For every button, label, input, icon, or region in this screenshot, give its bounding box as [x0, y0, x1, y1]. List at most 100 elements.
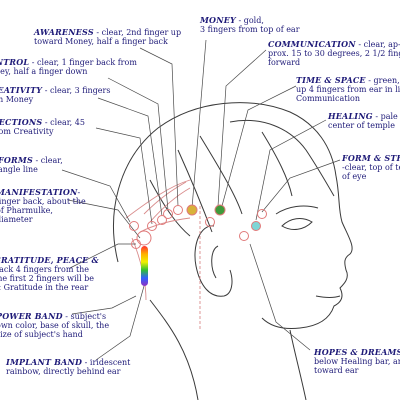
healing-line1: - pale tu [375, 112, 400, 121]
creativity-pointer [97, 97, 163, 217]
hopes-dreams-title: HOPES & DREAMS [314, 347, 400, 357]
form-structure-label: FORM & STRU -clear, top of temp of eye [342, 153, 400, 182]
connections-label: CONNECTIONS - clear, 45 back from Creati… [0, 117, 85, 137]
communication-line2: prox. 15 to 30 degrees, 2 1/2 fingers [268, 49, 400, 58]
form-structure-pointer [261, 159, 341, 213]
communication-line1: - clear, ap- [355, 40, 400, 49]
communication-title: COMMUNICATION [268, 39, 356, 49]
band-line-4 [139, 217, 191, 233]
manifestation-pointer [67, 199, 141, 239]
control-point [163, 209, 173, 219]
control-pointer [107, 77, 169, 211]
skull-outline [113, 102, 337, 263]
form-structure-line1: -clear, top of temp [342, 163, 400, 172]
head-outline [113, 102, 353, 400]
form-structure-title: FORM & STRU [342, 153, 400, 163]
manifestation-title: MANIFESTATION [0, 187, 78, 197]
power-band-pointer [71, 295, 137, 315]
communication-pointer [217, 49, 267, 207]
connections-line1: - clear, 45 [42, 118, 85, 127]
creativity-line1: - clear, 3 fingers [42, 86, 111, 95]
form-structure-line2: of eye [342, 172, 367, 181]
creativity-line2: from Money [0, 95, 34, 104]
time-space-line3: Communication [296, 94, 360, 103]
communication-label: COMMUNICATION - clear, ap- prox. 15 to 3… [268, 39, 400, 68]
manifestation-line4: diameter [0, 215, 33, 224]
money-line2: 3 fingers from top of ear [200, 25, 300, 34]
time-space-point [214, 204, 226, 216]
money-pointer [191, 39, 207, 209]
gratitude-title: GRATITUDE, PEACE & [0, 255, 99, 265]
gratitude-line3: the first 2 fingers will be [0, 274, 95, 283]
ear-outline [194, 225, 233, 297]
control-line2: Money, half a finger down [0, 67, 88, 76]
money-line1: - gold, [235, 16, 264, 25]
awareness-pointer [139, 47, 179, 207]
manifestation-point [136, 230, 152, 246]
form-structure-point [257, 209, 267, 219]
healing-point [251, 221, 261, 231]
creativity-title: CREATIVITY [0, 85, 43, 95]
neck-back [149, 299, 199, 400]
gratitude-label: GRATITUDE, PEACE & back 4 fingers from t… [0, 255, 99, 293]
forms-line2: angle line [0, 165, 38, 174]
hair-strand-2 [199, 135, 243, 215]
forms-point [129, 221, 139, 231]
implant-band-pointer [95, 285, 145, 361]
gratitude-line4: & Gratitude in the rear [0, 283, 89, 292]
hopes-dreams-label: HOPES & DREAMS - c below Healing bar, an… [314, 347, 400, 376]
gratitude-pointer [69, 243, 136, 269]
manifestation-label: MANIFESTATION- finger back, about the of… [0, 187, 86, 225]
creativity-label: CREATIVITY - clear, 3 fingers from Money [0, 85, 111, 105]
time-space-pointer [221, 85, 297, 207]
gratitude-point [131, 239, 141, 249]
money-point [186, 204, 198, 216]
healing-title: HEALING [328, 111, 373, 121]
implant-rainbow-band [141, 246, 148, 286]
hair-strand-3 [149, 179, 191, 237]
control-title: CONTROL [0, 57, 30, 67]
connections-line2: back from Creativity [0, 127, 54, 136]
eyebrow [275, 205, 319, 215]
awareness-title: AWARENESS [34, 27, 94, 37]
awareness-line2: toward Money, half a finger back [34, 37, 168, 46]
communication-point [205, 217, 215, 227]
face-profile [299, 175, 353, 329]
power-band-line1: - subject's [62, 312, 107, 321]
power-band-line2: own color, base of skull, the [0, 321, 110, 330]
connections-title: CONNECTIONS [0, 117, 43, 127]
hair-strand-4 [261, 131, 293, 197]
control-label: CONTROL - clear, 1 finger back from Mone… [0, 57, 137, 77]
forms-title: FORMS [0, 155, 33, 165]
time-space-label: TIME & SPACE - green, up 4 fingers from … [296, 75, 400, 104]
power-band-line3: size of subject's hand [0, 330, 83, 339]
creativity-point [157, 215, 167, 225]
forms-line1: - clear, [32, 156, 63, 165]
power-band-label: POWER BAND - subject's own color, base o… [0, 311, 110, 340]
forms-label: FORMS - clear, angle line [0, 155, 63, 175]
hopes-dreams-point [239, 231, 249, 241]
power-band-title: POWER BAND [0, 311, 63, 321]
healing-pointer [255, 119, 327, 221]
healing-line2: center of temple [328, 121, 395, 130]
manifestation-line3: of Pharmulke, [0, 206, 53, 215]
neck-front [289, 329, 307, 400]
hair-strand-1 [177, 149, 213, 233]
money-label: MONEY - gold, 3 fingers from top of ear [200, 16, 300, 35]
manifestation-line2: finger back, about the [0, 197, 86, 206]
time-space-line1: - green, [365, 76, 400, 85]
time-space-title: TIME & SPACE [296, 75, 366, 85]
mouth [315, 295, 341, 298]
connections-point [147, 221, 157, 231]
implant-band-title: IMPLANT BAND [6, 357, 83, 367]
chakra-points [129, 204, 267, 249]
band-line-2 [143, 181, 187, 215]
awareness-point [173, 205, 183, 215]
hair-outline [229, 119, 335, 197]
implant-band-line1: - iridescent [82, 358, 131, 367]
healing-label: HEALING - pale tu center of temple [328, 111, 400, 131]
hopes-dreams-line2: below Healing bar, angle [314, 357, 400, 366]
ear-inner [211, 245, 219, 279]
